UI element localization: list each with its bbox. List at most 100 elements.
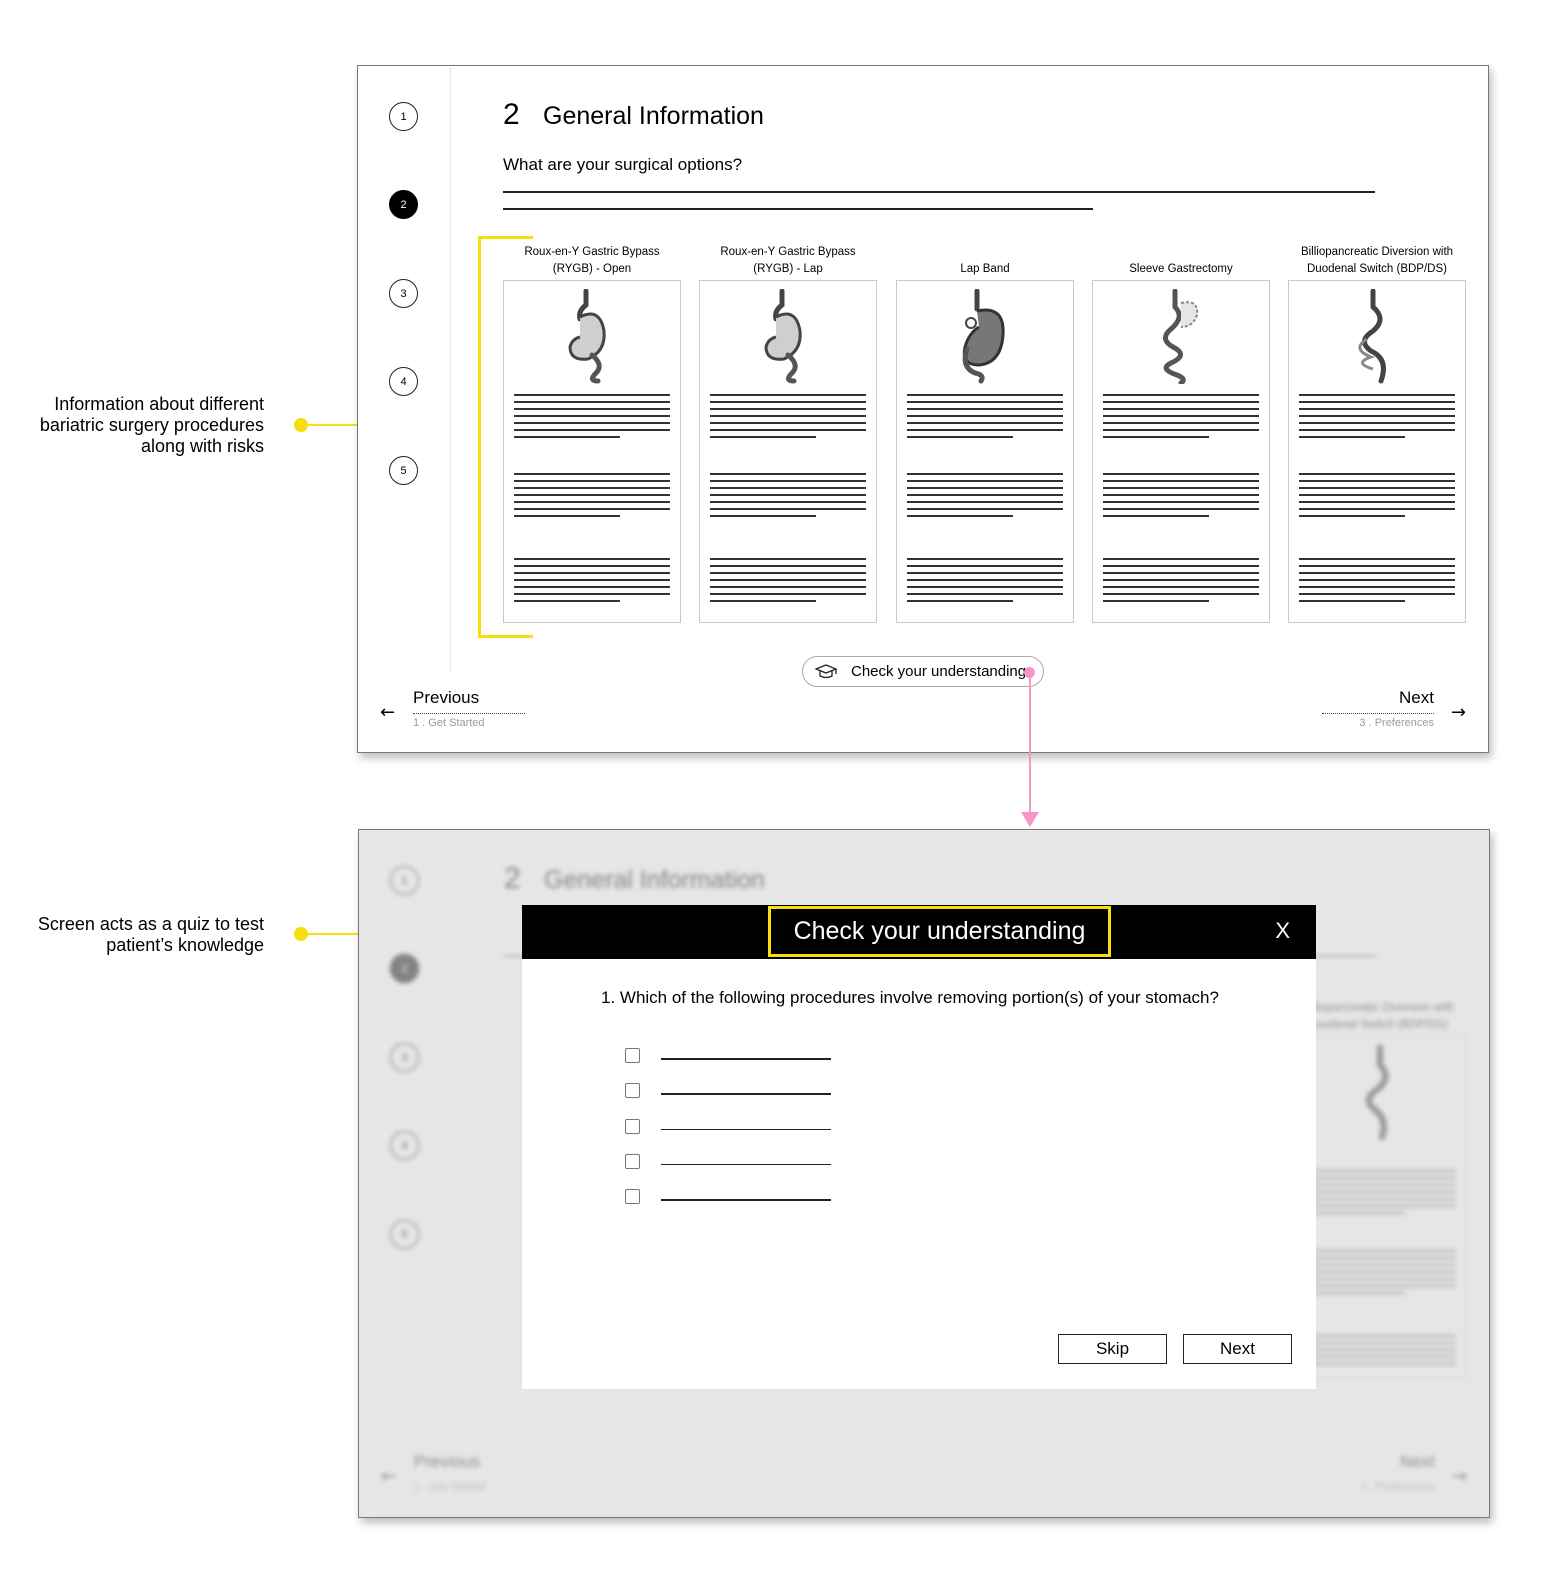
step-4[interactable]: 4 — [389, 367, 418, 396]
checkbox[interactable] — [625, 1189, 640, 1205]
quiz-option[interactable] — [625, 1189, 831, 1205]
text-placeholder-line — [514, 480, 670, 482]
quiz-modal: Check your understanding X 1. Which of t… — [522, 905, 1316, 1389]
text-placeholder-line — [1103, 508, 1259, 510]
skip-button[interactable]: Skip — [1058, 1334, 1167, 1364]
close-icon[interactable]: X — [1275, 918, 1290, 943]
option-answer-line — [661, 1128, 831, 1131]
text-placeholder-line — [710, 558, 866, 560]
procedure-card[interactable] — [699, 280, 877, 623]
text-placeholder-line — [907, 572, 1063, 574]
text-placeholder-line — [907, 579, 1063, 581]
text-placeholder-line — [514, 508, 670, 510]
text-placeholder-line — [1299, 487, 1455, 489]
annotation-quiz: Screen acts as a quiz to test patient’s … — [4, 914, 264, 956]
procedure-card[interactable] — [503, 280, 681, 623]
text-placeholder-line — [1103, 415, 1259, 417]
step-1[interactable]: 1 — [389, 102, 418, 131]
text-placeholder-line — [1103, 436, 1210, 438]
text-placeholder-line — [907, 558, 1063, 560]
annotation-dot — [294, 927, 308, 941]
text-block — [1300, 1250, 1456, 1299]
text-placeholder-line — [710, 572, 866, 574]
text-block — [1103, 394, 1259, 443]
text-block — [710, 558, 866, 607]
text-placeholder-line — [710, 429, 866, 431]
next-link[interactable]: Next 3 . Preferences → — [1322, 688, 1466, 729]
text-placeholder-line — [514, 558, 670, 560]
checkbox[interactable] — [625, 1048, 640, 1063]
check-understanding-button[interactable]: Check your understanding — [802, 656, 1044, 687]
text-placeholder-line — [907, 408, 1063, 410]
text-placeholder-line — [514, 473, 670, 475]
text-placeholder-line — [907, 429, 1063, 431]
checkbox[interactable] — [625, 1153, 640, 1169]
text-placeholder-line — [1299, 572, 1455, 574]
arrow-left-icon: ← — [381, 1466, 397, 1487]
step-rail-divider — [450, 68, 451, 672]
checkbox[interactable] — [625, 1118, 640, 1134]
answer-line — [503, 208, 1093, 210]
previous-label: Previous — [413, 688, 480, 707]
text-placeholder-line — [1103, 494, 1259, 496]
next-label: Next — [1400, 1452, 1435, 1471]
text-block — [907, 473, 1063, 522]
text-placeholder-line — [907, 586, 1063, 588]
step-2[interactable]: 2 — [389, 190, 418, 219]
procedure-card[interactable] — [1288, 280, 1466, 623]
text-block — [1103, 473, 1259, 522]
text-placeholder-line — [514, 422, 670, 424]
previous-step-label: 1 . Get Started — [413, 717, 485, 729]
text-placeholder-line — [710, 494, 866, 496]
text-placeholder-line — [907, 480, 1063, 482]
text-placeholder-line — [1299, 579, 1455, 581]
text-placeholder-line — [1103, 558, 1259, 560]
modal-title: Check your understanding — [768, 906, 1111, 957]
next-link: Next 3 . Preferences → — [1360, 1452, 1467, 1493]
quiz-option[interactable] — [625, 1118, 831, 1135]
page-title: General Information — [544, 866, 765, 894]
checkbox[interactable] — [625, 1083, 640, 1099]
text-placeholder-line — [907, 515, 1014, 517]
text-block — [1299, 394, 1455, 443]
next-button[interactable]: Next — [1183, 1334, 1292, 1364]
procedure-card[interactable] — [1092, 280, 1270, 623]
text-placeholder-line — [710, 579, 866, 581]
text-placeholder-line — [1103, 394, 1259, 396]
text-placeholder-line — [710, 415, 866, 417]
arrow-left-icon: ← — [380, 702, 396, 723]
previous-link: ← Previous 1 . Get Started — [381, 1452, 486, 1493]
text-placeholder-line — [514, 600, 621, 602]
text-placeholder-line — [1103, 429, 1259, 431]
next-step-label: 3 . Preferences — [1359, 717, 1434, 729]
text-placeholder-line — [1103, 600, 1210, 602]
previous-link[interactable]: ← Previous 1 . Get Started — [380, 688, 525, 729]
text-placeholder-line — [710, 586, 866, 588]
option-answer-line — [661, 1199, 831, 1201]
text-block — [1299, 473, 1455, 522]
text-placeholder-line — [710, 593, 866, 595]
procedure-label: Sleeve Gastrectomy — [1129, 263, 1233, 275]
text-placeholder-line — [710, 508, 866, 510]
text-placeholder-line — [710, 515, 817, 517]
step-5[interactable]: 5 — [389, 456, 418, 485]
text-placeholder-line — [1299, 515, 1406, 517]
quiz-option[interactable] — [625, 1153, 831, 1170]
quiz-option[interactable] — [625, 1048, 831, 1064]
text-block — [710, 394, 866, 443]
quiz-option[interactable] — [625, 1083, 831, 1099]
next-underline — [1322, 713, 1434, 714]
text-placeholder-line — [710, 501, 866, 503]
text-placeholder-line — [1299, 401, 1455, 403]
stomach-bypass-icon — [568, 289, 606, 384]
stomach-sleeve-icon — [1163, 289, 1199, 384]
text-placeholder-line — [514, 401, 670, 403]
step-3[interactable]: 3 — [389, 279, 418, 308]
text-block — [1103, 558, 1259, 607]
text-placeholder-line — [907, 501, 1063, 503]
stomach-bypass-icon — [764, 289, 802, 384]
option-answer-line — [661, 1163, 831, 1166]
text-placeholder-line — [1299, 436, 1406, 438]
text-block — [1300, 1335, 1456, 1370]
procedure-card[interactable] — [896, 280, 1074, 623]
